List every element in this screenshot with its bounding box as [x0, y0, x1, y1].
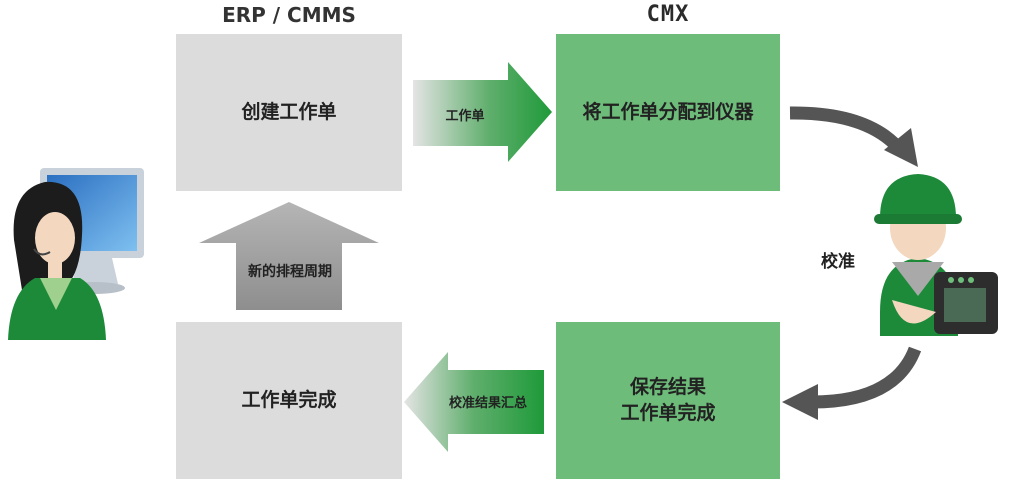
- work-order-complete-label-cmx: 工作单完成: [620, 401, 716, 424]
- save-results-box: 保存结果 工作单完成: [556, 322, 780, 479]
- create-work-order-box: 创建工作单: [176, 34, 402, 191]
- cmx-logo: CMX: [646, 2, 690, 27]
- erp-cmms-header: ERP / CMMS: [222, 3, 356, 27]
- technician-illustration: [874, 174, 998, 336]
- new-schedule-arrow-label: 新的排程周期: [248, 264, 332, 280]
- curve-arrow-to-save: [811, 346, 922, 409]
- operator-illustration: [8, 168, 144, 340]
- work-order-complete-box: 工作单完成: [176, 322, 402, 479]
- calibrate-label: 校准: [821, 252, 855, 272]
- save-results-label: 保存结果: [629, 375, 706, 398]
- calibration-summary-arrow: [404, 352, 544, 452]
- calibration-summary-arrow-label: 校准结果汇总: [448, 396, 527, 411]
- assign-to-instrument-box: 将工作单分配到仪器: [556, 34, 780, 191]
- create-work-order-label: 创建工作单: [241, 100, 337, 123]
- work-order-arrow-label: 工作单: [445, 109, 485, 124]
- work-order-complete-label: 工作单完成: [241, 388, 337, 411]
- curve-arrow-to-calibration: [789, 106, 908, 157]
- work-order-arrow: [413, 62, 552, 162]
- new-schedule-arrow: [199, 202, 379, 310]
- assign-to-instrument-label: 将工作单分配到仪器: [582, 100, 754, 123]
